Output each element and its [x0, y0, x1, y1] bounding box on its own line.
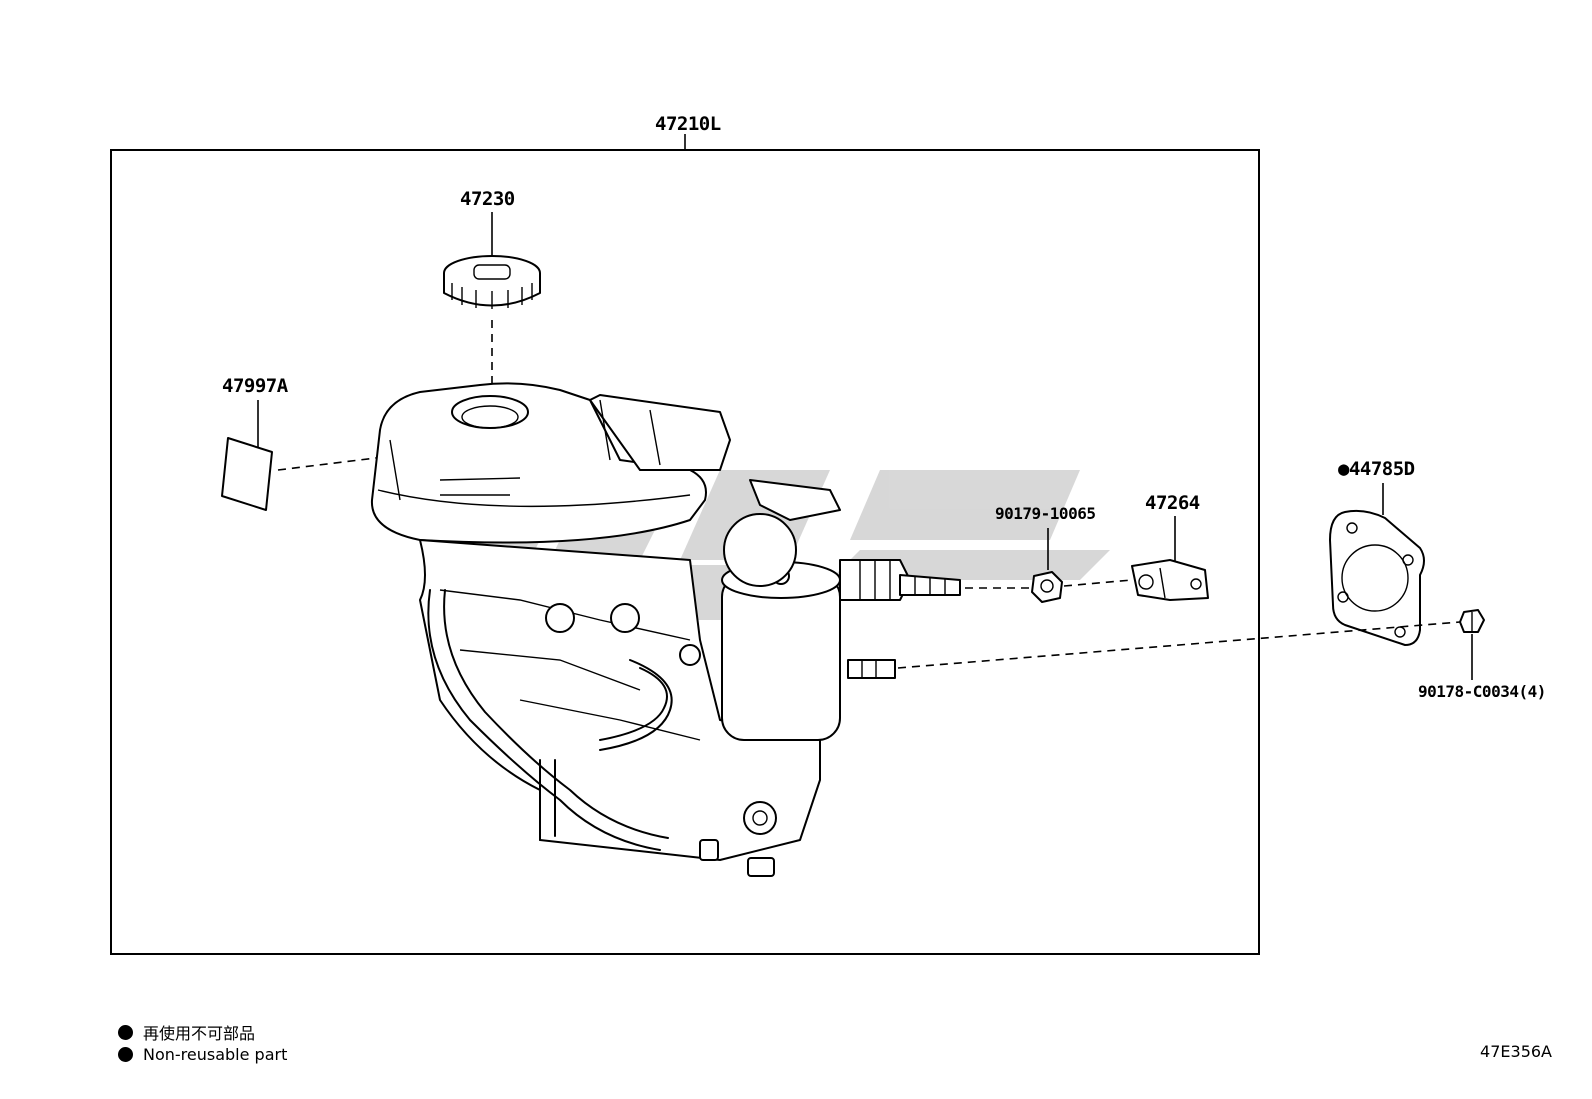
legend-japanese: 再使用不可部品: [118, 1020, 255, 1044]
reservoir-cap[interactable]: [443, 255, 541, 309]
bracket-dash-line: [1063, 579, 1133, 587]
brake-booster-assembly[interactable]: [370, 382, 961, 877]
bolt-part[interactable]: [1459, 609, 1485, 633]
gasket-part[interactable]: [1329, 509, 1425, 646]
label-plate-part[interactable]: [221, 437, 273, 511]
label-47997A[interactable]: 47997A: [222, 375, 289, 397]
non-reusable-bullet-icon: [118, 1047, 133, 1062]
bracket-part[interactable]: [1131, 559, 1209, 601]
non-reusable-bullet-icon: [118, 1024, 133, 1040]
legend-english: Non-reusable part: [118, 1045, 287, 1064]
bolt-dash-line: [897, 621, 1461, 669]
label-44785D[interactable]: ●44785D: [1338, 458, 1415, 480]
label-47210L[interactable]: 47210L: [655, 113, 721, 135]
label-90179-10065[interactable]: 90179-10065: [995, 504, 1096, 523]
label-90178-C0034-4[interactable]: 90178-C0034(4): [1418, 682, 1546, 701]
label-47230[interactable]: 47230: [460, 188, 515, 210]
legend-japanese-text: 再使用不可部品: [143, 1024, 256, 1043]
legend-english-text: Non-reusable part: [143, 1045, 288, 1064]
nut-part[interactable]: [1031, 571, 1063, 603]
label-47264[interactable]: 47264: [1145, 492, 1200, 514]
document-id: 47E356A: [1480, 1042, 1552, 1061]
